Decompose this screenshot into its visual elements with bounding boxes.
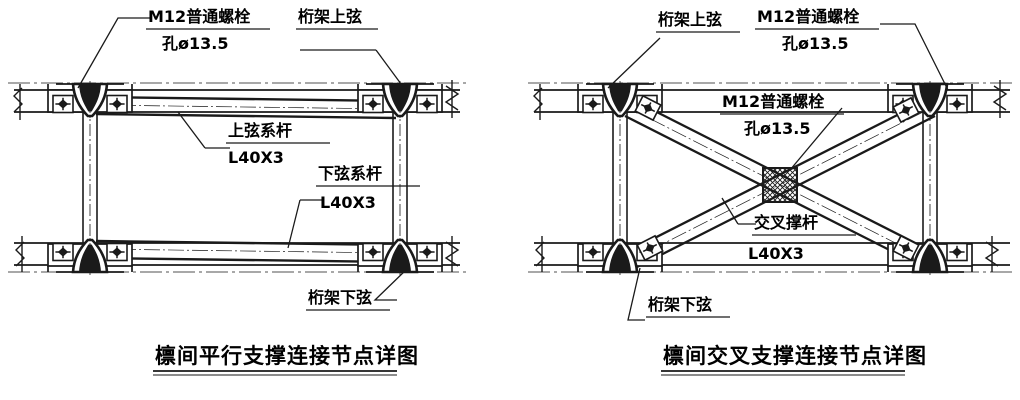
leader-cross-brace	[721, 197, 756, 225]
label-bolt-center-line1: M12普通螺栓	[722, 92, 825, 111]
bottom-tie-bar-member	[95, 239, 397, 264]
label-bottom-tie-line2: L40X3	[320, 193, 376, 212]
panel-title-parallel-text: 檩间平行支撑连接节点详图	[155, 344, 419, 368]
truss-vertical-web-right-r	[922, 104, 938, 254]
panel-title-cross-text: 檩间交叉支撑连接节点详图	[663, 344, 927, 368]
leader-bolt-top-left	[77, 17, 150, 89]
leader-truss-bottom-chord-left	[373, 267, 409, 301]
truss-vertical-web-left	[82, 104, 98, 254]
panel-title-parallel: 檩间平行支撑连接节点详图	[153, 344, 419, 376]
label-bolt-top-right-line2: 孔ø13.5	[782, 34, 848, 53]
leader-bolt-center	[789, 107, 843, 171]
label-truss-bottom-chord-right-text: 桁架下弦	[648, 295, 712, 314]
label-bottom-tie: 下弦系杆 L40X3	[316, 164, 420, 212]
leader-truss-top-chord-right	[607, 37, 661, 89]
label-bottom-tie-line1: 下弦系杆	[318, 164, 382, 183]
panel-cross-bracing: 桁架上弦 M12普通螺栓 孔ø13.5 M12普通螺栓 孔ø13.5 交叉撑杆 …	[528, 7, 1016, 376]
cross-brace-center-splice-plate	[762, 167, 798, 203]
truss-vertical-web-right	[392, 104, 408, 254]
label-cross-brace: 交叉撑杆 L40X3	[748, 213, 856, 263]
top-tie-bar-member	[95, 95, 397, 120]
label-top-tie-line2: L40X3	[228, 148, 284, 167]
truss-vertical-web-left-r	[612, 104, 628, 254]
label-bolt-top-left-line1: M12普通螺栓	[148, 7, 251, 26]
label-bolt-center: M12普通螺栓 孔ø13.5	[720, 92, 844, 138]
leader-truss-bottom-chord-right	[627, 267, 645, 321]
label-cross-brace-line1: 交叉撑杆	[754, 213, 818, 232]
label-top-tie-line1: 上弦系杆	[228, 121, 292, 140]
panel-title-cross: 檩间交叉支撑连接节点详图	[661, 344, 927, 376]
label-bolt-top-right: M12普通螺栓 孔ø13.5	[755, 7, 879, 53]
label-bolt-top-left-line2: 孔ø13.5	[162, 34, 228, 53]
panel-parallel-bracing: M12普通螺栓 孔ø13.5 桁架上弦 上弦系杆 L40X3 下弦系杆 L40X…	[8, 7, 470, 376]
label-truss-top-chord-left-text: 桁架上弦	[298, 7, 362, 26]
label-bolt-top-left: M12普通螺栓 孔ø13.5	[146, 7, 270, 53]
leader-bottom-tie	[287, 199, 322, 249]
label-truss-bottom-chord-left: 桁架下弦	[306, 288, 390, 311]
leader-bolt-top-right	[880, 23, 949, 91]
label-top-tie: 上弦系杆 L40X3	[226, 121, 330, 167]
label-truss-bottom-chord-right: 桁架下弦	[646, 295, 730, 318]
label-cross-brace-line2: L40X3	[748, 244, 804, 263]
label-bolt-center-line2: 孔ø13.5	[744, 119, 810, 138]
leader-truss-top-chord-left	[300, 49, 405, 89]
label-truss-top-chord-right: 桁架上弦	[656, 10, 740, 33]
leader-top-tie	[177, 111, 230, 149]
label-truss-top-chord-right-text: 桁架上弦	[658, 10, 722, 29]
label-bolt-top-right-line1: M12普通螺栓	[757, 7, 860, 26]
label-truss-bottom-chord-left-text: 桁架下弦	[308, 288, 372, 307]
label-truss-top-chord-left: 桁架上弦	[296, 7, 378, 30]
